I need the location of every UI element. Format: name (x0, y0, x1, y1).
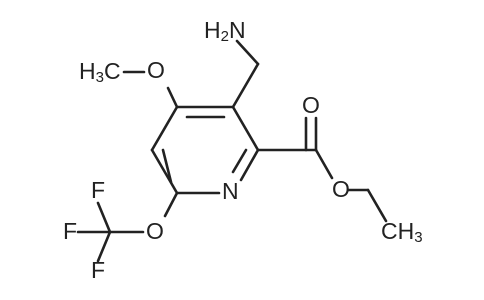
carbonyl-oxygen-label: O (302, 92, 320, 118)
bond-c-f-top (96, 201, 112, 234)
amine-group-label: H2N (204, 17, 246, 45)
ethyl-methyl-label: CH3 (381, 218, 423, 246)
amine-h-count: 2 (221, 28, 229, 45)
fluorine-left-label: F (63, 218, 77, 244)
methoxy-c-label: C (104, 58, 121, 84)
methoxy-h-count: 3 (96, 69, 104, 86)
ring-bond-c3-c2 (231, 105, 260, 152)
ring-bond-c6-c5-inner (161, 148, 173, 184)
fluorine-top-label: F (91, 177, 105, 203)
methoxy-h-label: H (79, 58, 96, 84)
amine-h-label: H (204, 17, 221, 43)
ester-oxygen-label: O (332, 176, 350, 202)
ring-bond-c2-n (239, 148, 260, 182)
ring-nitrogen-label: N (222, 178, 239, 204)
ring-bond-c6-c5 (150, 148, 179, 195)
ethyl-c-label: C (381, 218, 398, 244)
ring-bond-c5-c4 (150, 105, 179, 152)
amine-n-label: N (229, 17, 246, 43)
ethyl-h-label: H (398, 218, 415, 244)
ring-bond-c2-n-inner (231, 148, 248, 174)
ethyl-h-count: 3 (414, 229, 422, 246)
bond-c3-ch2 (231, 62, 260, 109)
bond-ch2-n (235, 39, 260, 66)
bond-carbonyl-ester-o (314, 148, 334, 180)
methoxy-oxygen-label: O (147, 57, 165, 83)
bond-c-f-bottom (96, 230, 112, 263)
bond-c4-o (166, 86, 179, 109)
bond-ch2-ch3 (366, 188, 388, 223)
fluorine-bottom-label: F (91, 257, 105, 283)
ether-oxygen-label: O (146, 218, 164, 244)
methoxy-label: H3C (79, 58, 121, 86)
bond-c6-o (163, 191, 179, 218)
